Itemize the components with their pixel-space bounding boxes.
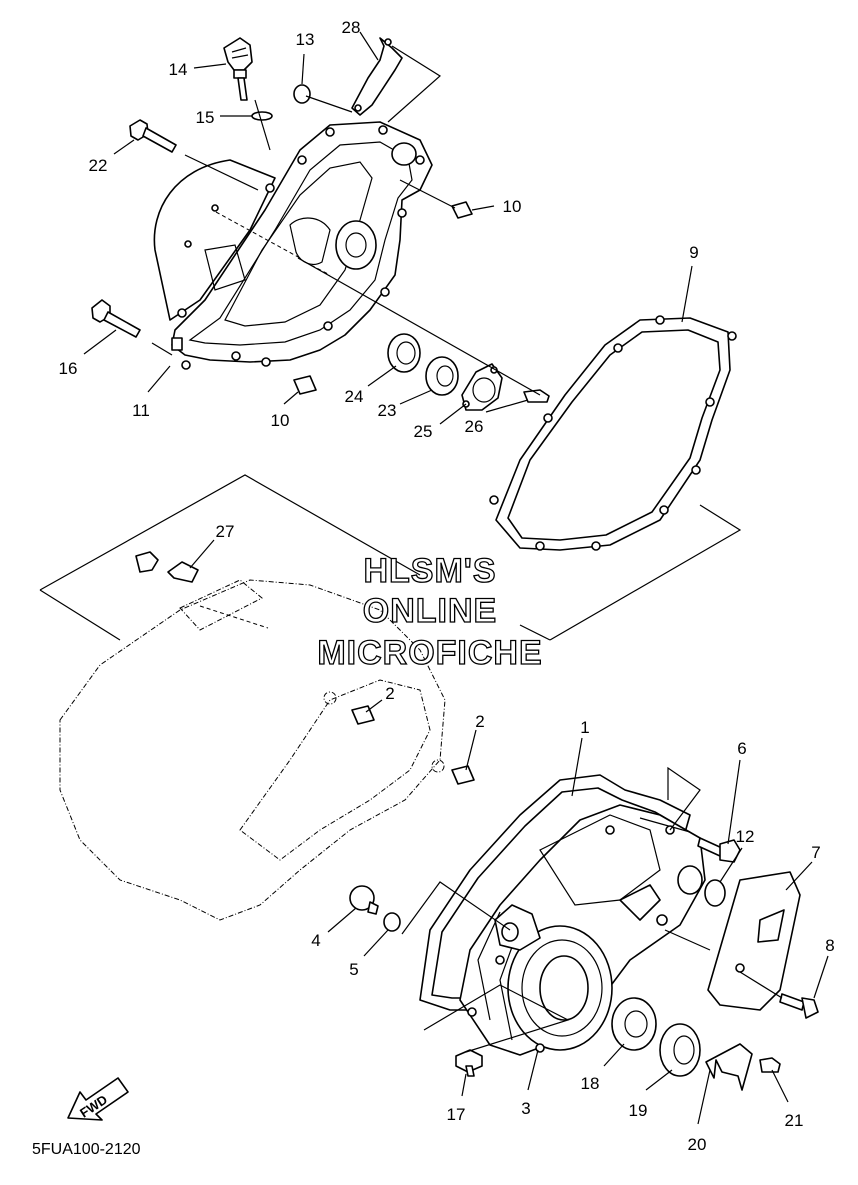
part-28-bracket — [351, 37, 403, 116]
fwd-arrow-icon: FWD — [67, 1077, 129, 1121]
part-10-dowel-lower — [293, 375, 317, 395]
callout-4: 4 — [311, 931, 320, 950]
callout-22: 22 — [89, 156, 108, 175]
part-4-plug — [349, 885, 379, 915]
part-22-bolt — [129, 119, 177, 153]
engine-crankcase-ghost — [59, 579, 446, 921]
callout-27: 27 — [216, 522, 235, 541]
callout-18: 18 — [581, 1074, 600, 1093]
part-13-seal — [293, 84, 311, 104]
diagram-code: 5FUA100-2120 — [32, 1141, 141, 1158]
callout-11: 11 — [132, 401, 150, 420]
callout-10-lower: 10 — [271, 411, 290, 430]
callout-8: 8 — [825, 936, 834, 955]
callout-24: 24 — [345, 387, 364, 406]
watermark: HLSM'S ONLINE MICROFICHE — [317, 551, 543, 672]
watermark-line-3: MICROFICHE — [317, 634, 542, 672]
callout-15: 15 — [196, 108, 215, 127]
callout-19: 19 — [629, 1101, 648, 1120]
callout-28: 28 — [342, 18, 361, 37]
callout-25: 25 — [414, 422, 433, 441]
callout-17: 17 — [447, 1105, 466, 1124]
callout-16: 16 — [59, 359, 78, 378]
part-18-bearing — [611, 997, 657, 1051]
callouts: 14 13 28 15 22 10 16 11 10 24 23 25 — [59, 18, 835, 1154]
part-24-oil-seal — [387, 333, 421, 373]
callout-6: 6 — [737, 739, 746, 758]
part-16-bolt — [91, 299, 141, 338]
callout-23: 23 — [378, 401, 397, 420]
part-14-oil-filler-plug — [223, 37, 253, 101]
part-21-screw — [759, 1057, 781, 1073]
callout-10-upper: 10 — [503, 197, 522, 216]
callout-2-a: 2 — [385, 684, 394, 703]
part-5-o-ring — [383, 912, 401, 932]
callout-9: 9 — [689, 243, 698, 262]
ref-frame-top — [39, 474, 421, 591]
part-7-cover — [707, 871, 801, 1011]
callout-2-b: 2 — [475, 712, 484, 731]
part-25-bearing-plate — [461, 363, 503, 411]
callout-7: 7 — [811, 843, 820, 862]
callout-13: 13 — [296, 30, 315, 49]
callout-21: 21 — [785, 1111, 804, 1130]
crankcase-cover-left — [153, 121, 433, 370]
callout-1: 1 — [580, 718, 589, 737]
callout-14: 14 — [169, 60, 188, 79]
watermark-line-1: HLSM'S — [363, 552, 496, 590]
part-15-o-ring — [251, 111, 273, 121]
callout-20: 20 — [688, 1135, 707, 1154]
part-10-dowel-upper — [451, 201, 473, 219]
part-6-bolt — [697, 837, 741, 863]
part-27-clamp — [135, 551, 199, 583]
callout-26: 26 — [465, 417, 484, 436]
callout-3: 3 — [521, 1099, 530, 1118]
callout-12: 12 — [736, 827, 755, 846]
part-8-bolt — [779, 993, 819, 1019]
part-17-bolt — [455, 1049, 483, 1077]
part-20-plate — [705, 1043, 753, 1091]
part-23-bearing — [425, 356, 459, 396]
crankcase-cover-right — [419, 774, 706, 1056]
part-9-gasket — [489, 315, 737, 551]
part-12-seal — [704, 879, 726, 907]
part-2-dowel-b — [451, 765, 475, 785]
part-19-oil-seal — [659, 1023, 701, 1077]
watermark-line-2: ONLINE — [363, 592, 497, 630]
callout-5: 5 — [349, 960, 358, 979]
